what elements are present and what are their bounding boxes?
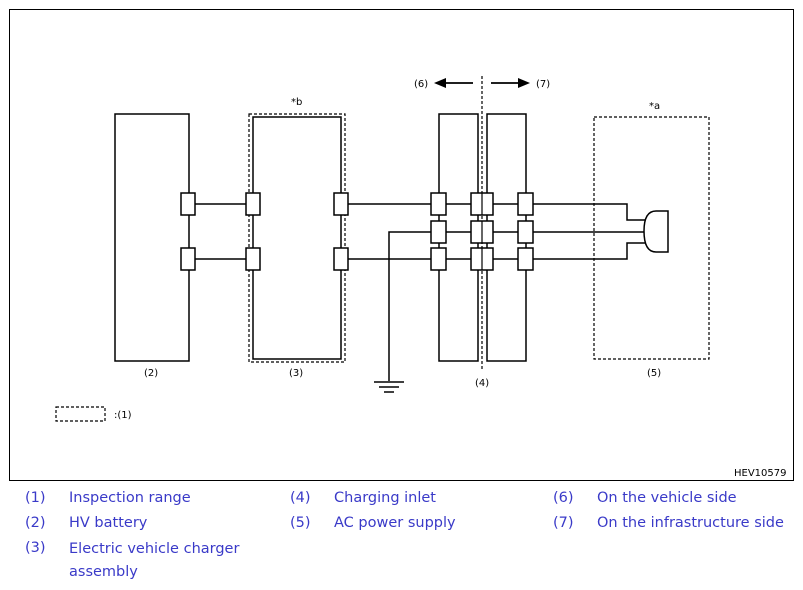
legend-text: AC power supply — [334, 515, 456, 531]
connectors — [180, 192, 534, 271]
connector — [430, 220, 447, 244]
legend-number: (4) — [290, 490, 311, 506]
connector — [517, 247, 534, 271]
inspection-range-charger — [248, 113, 346, 363]
legend-number: (7) — [553, 515, 574, 531]
label-star-a: *a — [649, 101, 660, 112]
label-star-b: *b — [291, 97, 302, 108]
connector — [245, 192, 261, 216]
dashed-key-swatch — [55, 406, 106, 422]
connector — [517, 220, 534, 244]
connector — [430, 192, 447, 216]
legend-number: (3) — [25, 540, 46, 556]
connector — [245, 247, 261, 271]
ground-icon — [374, 381, 404, 393]
charger-assembly-box — [252, 116, 342, 360]
diagram-frame: (6) (7) *b *a (2) (3) (4) (5) :(1) HEV10… — [9, 9, 794, 481]
wiring-diagram: (6) (7) *b *a (2) (3) (4) (5) :(1) HEV10… — [55, 76, 787, 479]
legend-text: HV battery — [69, 515, 148, 531]
arrow-left-icon — [434, 78, 473, 88]
connector — [333, 192, 349, 216]
ac-power-supply-box — [593, 116, 710, 360]
outlet-plug-icon — [643, 210, 669, 253]
label-vehicle-side: (6) — [414, 79, 428, 90]
connector — [517, 192, 534, 216]
legend-text: Charging inlet — [334, 490, 436, 506]
wires — [195, 203, 646, 381]
connector — [180, 247, 196, 271]
hv-battery-box — [114, 113, 190, 362]
label-charger: (3) — [289, 368, 303, 379]
connector — [430, 247, 447, 271]
legend-text: Inspection range — [69, 490, 191, 506]
legend-number: (1) — [25, 490, 46, 506]
legend-number: (2) — [25, 515, 46, 531]
connector — [180, 192, 196, 216]
label-ac-supply: (5) — [647, 368, 661, 379]
label-charging-inlet: (4) — [475, 378, 489, 389]
label-hv-battery: (2) — [144, 368, 158, 379]
legend-text: On the vehicle side — [597, 490, 737, 506]
figure-code: HEV10579 — [734, 468, 787, 479]
arrow-right-icon — [491, 78, 530, 88]
legend-text: Electric vehicle charger assembly — [69, 541, 240, 580]
legend-number: (5) — [290, 515, 311, 531]
connector — [333, 247, 349, 271]
label-infra-side: (7) — [536, 79, 550, 90]
dashed-key-label: :(1) — [114, 410, 132, 421]
legend-text: On the infrastructure side — [597, 515, 784, 531]
legend: (1) Inspection range (2) HV battery (3) … — [0, 488, 803, 588]
legend-number: (6) — [553, 490, 574, 506]
